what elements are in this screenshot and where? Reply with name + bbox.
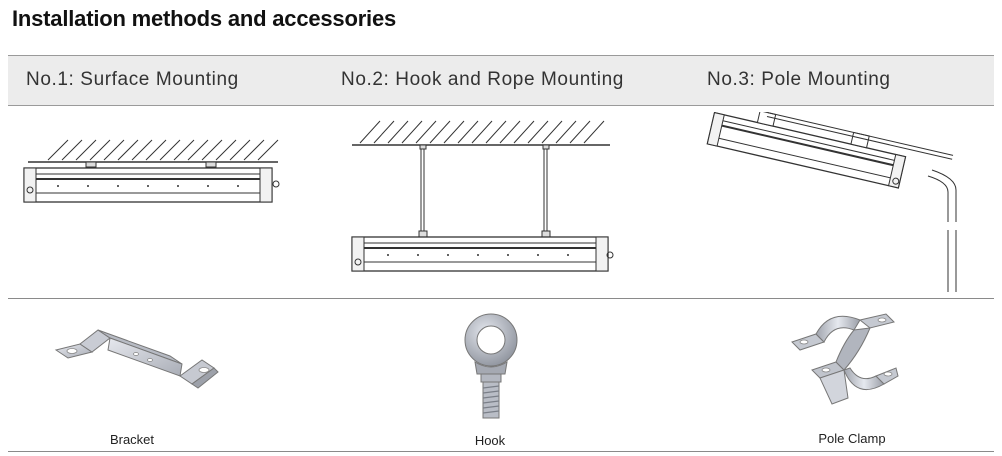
ceiling-hatch: [47, 139, 279, 161]
pole-mounting-drawing: [706, 112, 957, 292]
pole-clamp-image: [791, 313, 899, 405]
hook-rope-mounting-drawing: [351, 120, 614, 272]
section-divider: [8, 298, 994, 299]
ceiling-hatch: [359, 120, 605, 144]
methods-header-band: No.1: Surface Mounting No.2: Hook and Ro…: [8, 55, 994, 106]
page-title: Installation methods and accessories: [12, 6, 397, 31]
accessory-label-pole-clamp: Pole Clamp: [818, 431, 886, 446]
method-label-surface: No.1: Surface Mounting: [26, 69, 239, 90]
bracket-image: [54, 329, 219, 389]
surface-mounting-drawing: [23, 139, 280, 203]
method-label-pole: No.3: Pole Mounting: [707, 69, 891, 90]
accessory-label-bracket: Bracket: [109, 432, 155, 447]
bottom-border: [8, 451, 994, 452]
accessory-label-hook: Hook: [474, 433, 506, 448]
hook-image: [464, 313, 518, 419]
method-label-hook-rope: No.2: Hook and Rope Mounting: [341, 69, 624, 90]
